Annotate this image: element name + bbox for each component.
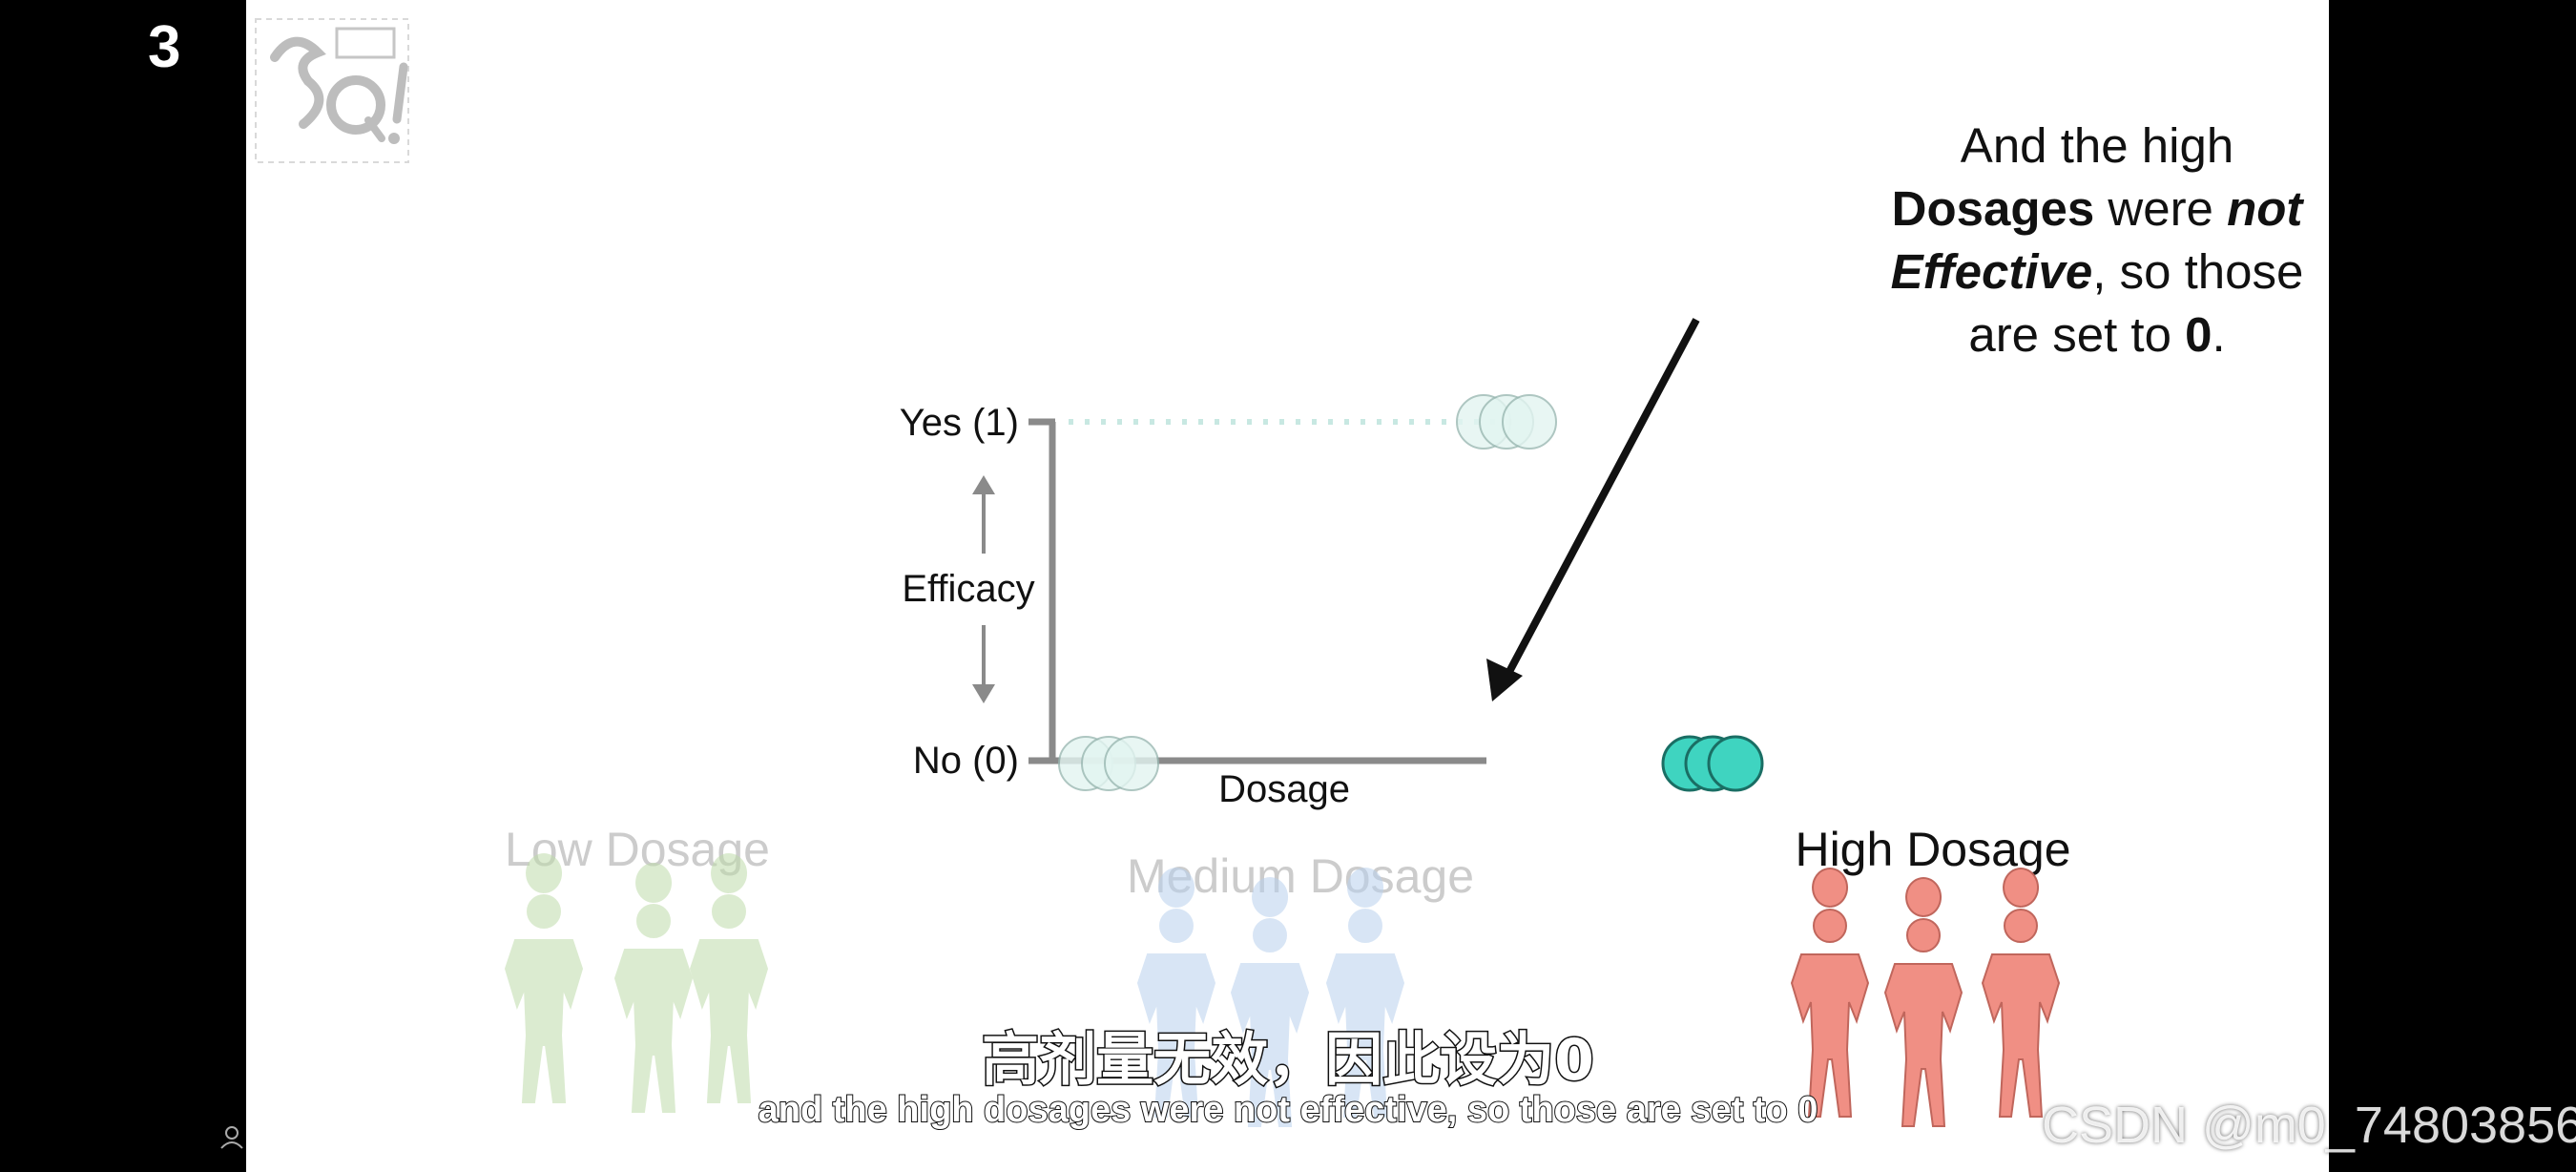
person-head-high-3: [2004, 909, 2038, 943]
person-figure-high-3: [1981, 868, 2061, 1118]
callout-arrowhead: [1486, 659, 1523, 701]
person-head-medium-1: [1159, 909, 1194, 943]
person-head-medium-3: [1348, 909, 1382, 943]
person-head-low-2: [636, 904, 671, 938]
subtitle-chinese: 高剂量无效，因此设为0: [981, 1026, 1596, 1096]
user-icon: [220, 1126, 243, 1149]
callout-line-2: Dosages were not: [1891, 181, 2303, 236]
person-figure-medium-1: [1136, 868, 1216, 1118]
data-point-medium-dosage-3: [1502, 394, 1557, 450]
person-figure-high-2: [1883, 877, 1963, 1127]
data-points: [1058, 394, 1764, 792]
data-point-low-dosage-3: [1104, 736, 1159, 791]
efficacy-down-arrowhead: [972, 684, 995, 703]
subtitle-english: and the high dosages were not effective,…: [758, 1089, 1819, 1131]
slide-number: 3: [148, 14, 181, 80]
callout-arrow: [1500, 318, 1700, 684]
callout-line-3: Effective, so those: [1890, 244, 2304, 299]
person-figure-low-3: [689, 853, 769, 1103]
person-figure-medium-3: [1325, 868, 1405, 1118]
person-figure-high-1: [1790, 868, 1870, 1118]
person-head-low-1: [527, 894, 561, 929]
person-head-low-3: [712, 894, 746, 929]
person-figure-low-1: [504, 853, 584, 1103]
efficacy-chart: Yes (1) No (0) Efficacy Dosage Low Dosag…: [504, 318, 2071, 1127]
people-figures: [504, 853, 2061, 1127]
csdn-watermark: CSDN @m0_74803856: [2042, 1097, 2576, 1154]
group-label-high: High Dosage: [1795, 823, 2070, 876]
person-figure-medium-2: [1230, 877, 1310, 1127]
x-axis-label: Dosage: [1218, 768, 1350, 810]
statquest-logo: [255, 18, 409, 163]
data-point-high-dosage-3: [1707, 735, 1764, 792]
callout-text: And the high Dosages were not Effective,…: [1610, 115, 2329, 366]
person-head-medium-2: [1253, 918, 1287, 952]
person-head-high-2: [1906, 918, 1941, 952]
person-figure-low-2: [613, 863, 694, 1113]
callout-line-1: And the high: [1960, 118, 2234, 173]
yes-label: Yes (1): [900, 402, 1019, 444]
person-head-high-1: [1813, 909, 1847, 943]
callout-line-4: are set to 0.: [1968, 307, 2226, 362]
efficacy-up-arrowhead: [972, 475, 995, 494]
video-slide: And the high Dosages were not Effective,…: [246, 0, 2329, 1172]
no-label: No (0): [913, 740, 1019, 782]
y-axis-label: Efficacy: [902, 568, 1034, 610]
